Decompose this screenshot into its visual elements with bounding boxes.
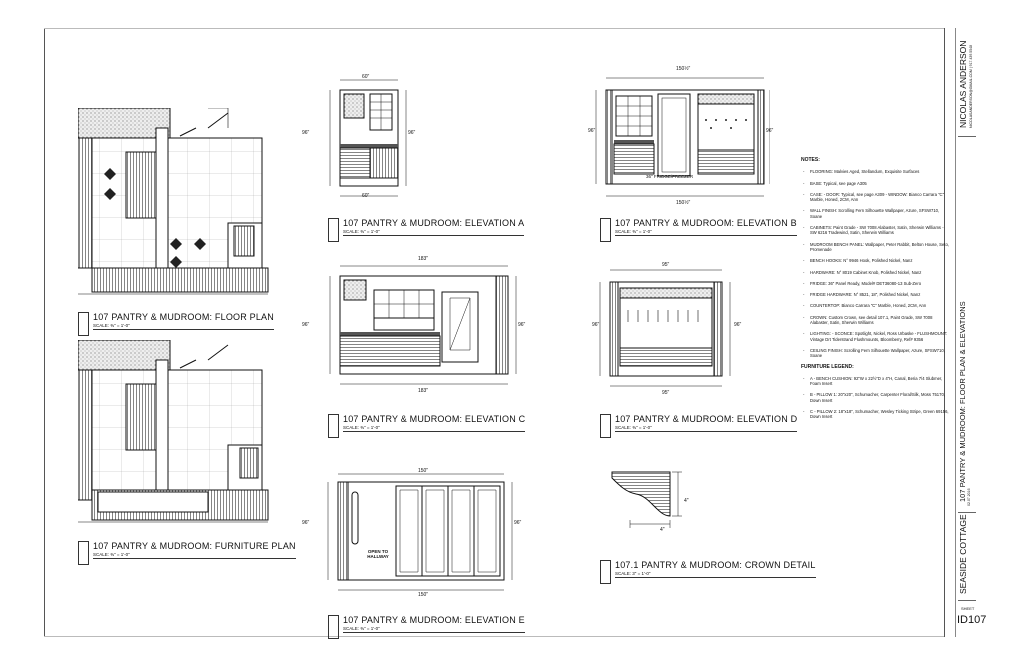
designer-name: NICOLAS ANDERSON [958,40,968,128]
callout-opening: OPEN TO HALLWAY [367,549,389,559]
dim-b-bottom: 150½" [676,200,691,206]
list-item: CABINETS: Paint Grade - SW 7008 Alabaste… [801,225,951,236]
list-item: C - PILLOW 2: 18"x18", Schumacher, Wesle… [801,409,951,420]
dim-e-top: 150" [418,468,429,474]
dim-b-left: 96" [588,128,596,134]
list-item: B - PILLOW 1: 20"x20", Schumacher, Carpe… [801,392,951,403]
furniture-legend-heading: FURNITURE LEGEND: [801,363,854,370]
sheet-date: 02.07.2016 [967,488,971,506]
list-item: COUNTERTOP: Bianco Carrara "C" Marble, H… [801,303,951,309]
sheet-number: ID107 [957,614,987,626]
dim-a-top: 60" [362,74,370,80]
frame-bottom-border [44,636,944,637]
list-item: CEILING FINISH: Scrolling Fern Silhouett… [801,348,951,359]
notes-list: FLOORING: Malvies Aged, Stellandum, Exqu… [801,169,951,358]
crown-detail-drawing [611,471,682,528]
elevation-b-drawing [595,77,770,197]
dim-e-left: 96" [302,520,310,526]
dim-c-left: 96" [302,322,310,328]
list-item: MUDROOM BENCH PANEL: Wallpaper, Peter Ra… [801,242,951,253]
elevation-d-drawing [599,269,731,387]
sheet-title: 107 PANTRY & MUDROOM: FLOOR PLAN & ELEVA… [958,301,967,502]
dim-a-left: 96" [302,130,310,136]
dim-c-top: 183" [418,256,429,262]
designer-contact: NICOLASANDERSON@GMAIL.COM | 917.439.5548 [969,44,973,128]
dim-crown-width: 4" [660,527,665,533]
floor-plan-drawing [78,108,269,295]
project-name: SEASIDE COTTAGE [958,514,968,594]
dim-crown-height: 4" [684,498,689,504]
list-item: CROWN: Custom Crown, see detail 107.1, P… [801,315,951,326]
frame-left-border [44,28,45,636]
list-item: FLOORING: Malvies Aged, Stellandum, Exqu… [801,169,951,175]
furniture-plan-drawing [78,340,269,523]
dim-e-right: 96" [514,520,522,526]
elevation-a-drawing [329,79,407,197]
list-item: HARDWARE: N° 8019 Cabinet Knob, Polished… [801,270,951,276]
titleblock-border [955,28,956,637]
dim-d-left: 96" [592,322,600,328]
list-item: A - BENCH CUSHION: 92"W x 22½"D x 4"H, C… [801,376,951,387]
dim-b-top: 150½" [676,66,691,72]
list-item: BENCH HOOKS: N° 9946 Hook, Polished Nick… [801,258,951,264]
dim-c-right: 96" [518,322,526,328]
dim-e-bottom: 150" [418,592,429,598]
dim-d-bottom: 95" [662,390,670,396]
furniture-legend-list: A - BENCH CUSHION: 92"W x 22½"D x 4"H, C… [801,376,951,420]
dim-b-right: 96" [766,128,774,134]
list-item: BASE: Typical, see page A305 [801,181,951,187]
notes-panel: NOTES: FLOORING: Malvies Aged, Stellandu… [801,157,951,426]
list-item: FRIDGE: 36" Panel Ready, Model# DET36080… [801,281,951,287]
sheet-label: SHEET [961,606,975,611]
dim-a-bottom: 60" [362,193,370,199]
dim-d-top: 95" [662,262,670,268]
elevation-c-drawing [329,265,517,385]
dim-c-bottom: 183" [418,388,429,394]
dim-a-right: 96" [408,130,416,136]
notes-heading: NOTES: [801,157,820,163]
elevation-e-drawing [327,473,513,591]
dim-d-right: 96" [734,322,742,328]
list-item: WALL FINISH: Scrolling Fern Silhouette W… [801,208,951,219]
callout-fridge: 36" FRIDGE/FREEZER [646,174,694,179]
list-item: FRIDGE HARDWARE: N° 8521, 18", Polished … [801,292,951,298]
frame-top-border [44,28,944,29]
list-item: LIGHTING: - SCONCE: Spotlight, Nickel, R… [801,331,951,342]
list-item: CASE: - DOOR: Typical, see page A309 - W… [801,192,951,203]
